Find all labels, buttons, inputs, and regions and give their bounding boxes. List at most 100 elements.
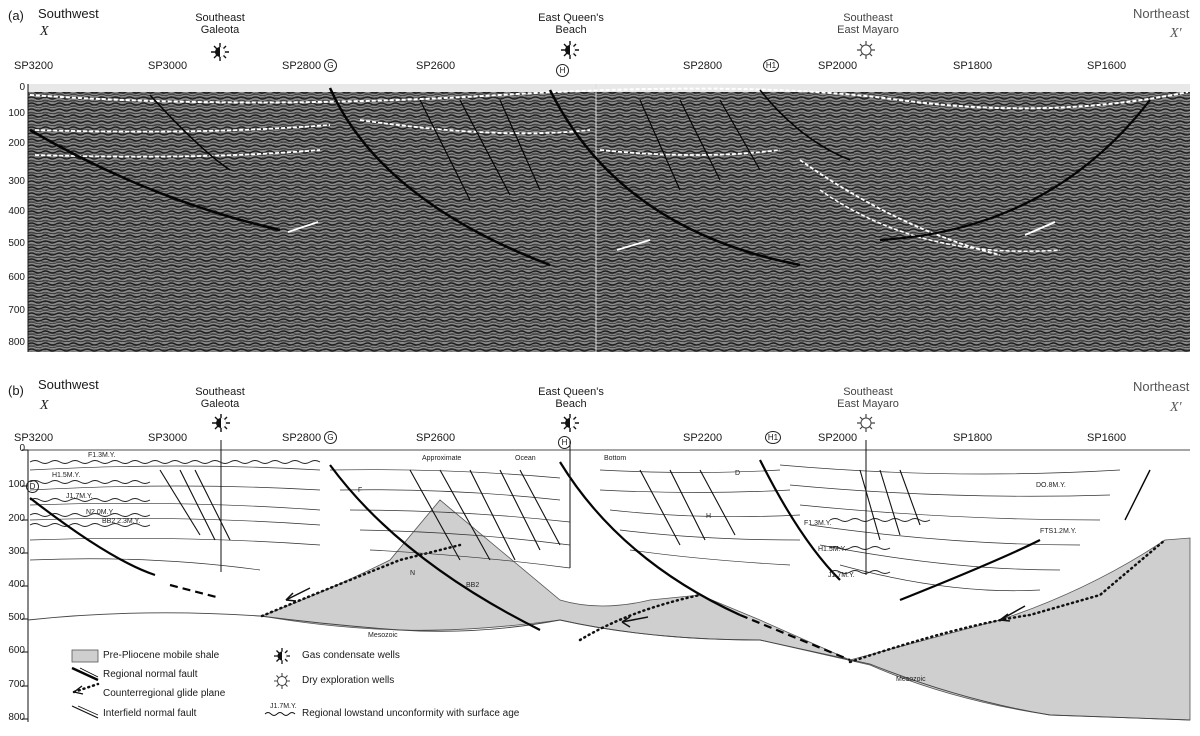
- panel-a-depth-tick-500: 500: [8, 238, 25, 249]
- panel-b-depth-tick-400: 400: [8, 579, 25, 590]
- panel-b-tag: (b): [8, 383, 24, 398]
- ocean-bottom-label-3: Bottom: [604, 455, 627, 462]
- legend-icons: [71, 648, 296, 719]
- panel-a-sp-1600: SP1600: [1087, 60, 1127, 72]
- panel-b-marker-h: H: [558, 436, 571, 449]
- panel-b-depth-tick-0: 0: [19, 443, 25, 454]
- annotation-h: H1.5M.Y.: [818, 546, 847, 553]
- annotation-f: F1.3M.Y.: [804, 520, 832, 527]
- glide-plane-icon: [72, 682, 100, 695]
- seismic-section: [27, 84, 1190, 352]
- panel-a-southwest-label: Southwest: [38, 6, 99, 21]
- panel-a-depth-tick-300: 300: [8, 176, 25, 187]
- panel-a-depth-tick-0: 0: [19, 82, 25, 93]
- gas-condensate-well-icon: [561, 414, 579, 432]
- ocean-bottom-label-1: Approximate: [422, 455, 462, 462]
- panel-b-depth-tick-300: 300: [8, 546, 25, 557]
- panel-b-well-queens-beach-name: East Queen's Beach: [538, 386, 604, 410]
- legend-unconformity: Regional lowstand unconformity with surf…: [302, 708, 520, 719]
- mesozoic-label-right: Mesozoic: [896, 676, 926, 683]
- horizon-label-n: N2.0M.Y.: [86, 509, 115, 516]
- panel-a-well-icons: [211, 41, 875, 61]
- legend-gas-condensate: Gas condensate wells: [302, 650, 400, 661]
- panel-a-tag: (a): [8, 8, 24, 23]
- panel-b-well-icons: [212, 414, 875, 432]
- gas-condensate-well-icon: [211, 43, 229, 61]
- annotation-f2: F: [358, 487, 363, 494]
- legend-interfield-fault: Interfield normal fault: [103, 708, 197, 719]
- panel-a-well-mayaro-name: Southeast East Mayaro: [837, 12, 899, 36]
- panel-a-sp-2600: SP2600: [416, 60, 456, 72]
- annotation-d: D: [735, 470, 741, 477]
- interfield-fault-icon: [71, 705, 99, 719]
- panel-b-marker-g: G: [324, 431, 337, 444]
- panel-a-well-galeota-name: Southeast Galeota: [195, 12, 245, 36]
- dry-exploration-well-icon: [857, 414, 875, 432]
- mobile-shale-body: [260, 499, 1191, 721]
- panel-b-marker-h1: H1: [765, 431, 781, 444]
- panel-b-well-galeota-name: Southeast Galeota: [195, 386, 245, 410]
- panel-a-well-queens-beach-name: East Queen's Beach: [538, 12, 604, 36]
- panel-b: (b) Southwest X Northeast X′ Southeast G…: [0, 370, 1200, 736]
- panel-a: (a) Southwest X Northeast X′ Southeast G…: [0, 0, 1200, 360]
- panel-b-well-mayaro: Southeast East Mayaro: [823, 386, 913, 410]
- annotation-j: J1.7M.Y.: [828, 572, 855, 579]
- mobile-shale-swatch: [71, 649, 99, 663]
- horizon-label-bb2: BB2 2.3M.Y.: [102, 518, 141, 525]
- horizon-label-h: H1.5M.Y.: [52, 472, 81, 479]
- panel-b-depth-tick-700: 700: [8, 679, 25, 690]
- mesozoic-label-left: Mesozoic: [368, 632, 398, 639]
- annotation-bb2: BB2: [466, 582, 480, 589]
- panel-b-x-right: X′: [1170, 400, 1182, 415]
- panel-a-sp-3200: SP3200: [14, 60, 54, 72]
- panel-b-depth-tick-500: 500: [8, 612, 25, 623]
- panel-a-sp-2000: SP2000: [818, 60, 858, 72]
- panel-a-sp-1800: SP1800: [953, 60, 993, 72]
- panel-b-sp-3000: SP3000: [148, 432, 188, 444]
- panel-b-well-mayaro-name: Southeast East Mayaro: [837, 386, 899, 410]
- panel-a-depth-tick-100: 100: [8, 108, 25, 119]
- panel-b-sp-2200: SP2200: [683, 432, 723, 444]
- panel-a-marker-h: H: [556, 64, 569, 77]
- unconformity-icon: [264, 712, 296, 716]
- annotation-do: DO.8M.Y.: [1036, 482, 1066, 489]
- panel-a-depth-tick-400: 400: [8, 206, 25, 217]
- panel-b-x-left: X: [40, 398, 49, 413]
- panel-b-depth-tick-200: 200: [8, 513, 25, 524]
- panel-a-sp-2200: SP2800: [683, 60, 723, 72]
- panel-b-sp-3200: SP3200: [14, 432, 54, 444]
- panel-a-sp-3000: SP3000: [148, 60, 188, 72]
- panel-b-well-galeota: Southeast Galeota: [190, 386, 250, 410]
- legend-dry-exploration: Dry exploration wells: [302, 675, 395, 686]
- panel-a-well-galeota: Southeast Galeota: [190, 12, 250, 36]
- legend-regional-fault: Regional normal fault: [103, 669, 198, 680]
- legend-unconformity-sample: J1.7M.Y.: [270, 703, 297, 710]
- panel-b-northeast-label: Northeast: [1133, 379, 1190, 394]
- panel-b-depth-tick-800: 800: [8, 712, 25, 723]
- interpretation-section: [22, 440, 1191, 722]
- regional-fault-icon: [71, 666, 99, 682]
- panel-a-well-mayaro: Southeast East Mayaro: [823, 12, 913, 36]
- panel-a-northeast-label: Northeast: [1133, 6, 1190, 21]
- dry-exploration-well-icon: [857, 41, 875, 59]
- horizon-label-j: J1.7M.Y.: [66, 493, 93, 500]
- panel-a-marker-g: G: [324, 59, 337, 72]
- gas-condensate-well-icon: [561, 41, 579, 59]
- panel-b-southwest-label: Southwest: [38, 377, 99, 392]
- annotation-h2: H: [706, 513, 712, 520]
- ocean-bottom-label-2: Ocean: [515, 455, 536, 462]
- panel-b-marker-d: D: [26, 480, 39, 493]
- panel-a-depth-tick-600: 600: [8, 272, 25, 283]
- panel-a-sp-2800: SP2800: [282, 60, 322, 72]
- panel-b-depth-tick-600: 600: [8, 645, 25, 656]
- gas-condensate-well-icon: [212, 414, 230, 432]
- panel-a-x-left: X: [40, 24, 49, 39]
- panel-a-well-queens-beach: East Queen's Beach: [526, 12, 616, 36]
- panel-a-x-right: X′: [1170, 26, 1182, 41]
- panel-b-well-queens-beach: East Queen's Beach: [526, 386, 616, 410]
- legend-mobile-shale: Pre-Pliocene mobile shale: [103, 650, 220, 661]
- gas-condensate-well-icon: [274, 648, 290, 664]
- panel-b-sp-1800: SP1800: [953, 432, 993, 444]
- panel-b-sp-2600: SP2600: [416, 432, 456, 444]
